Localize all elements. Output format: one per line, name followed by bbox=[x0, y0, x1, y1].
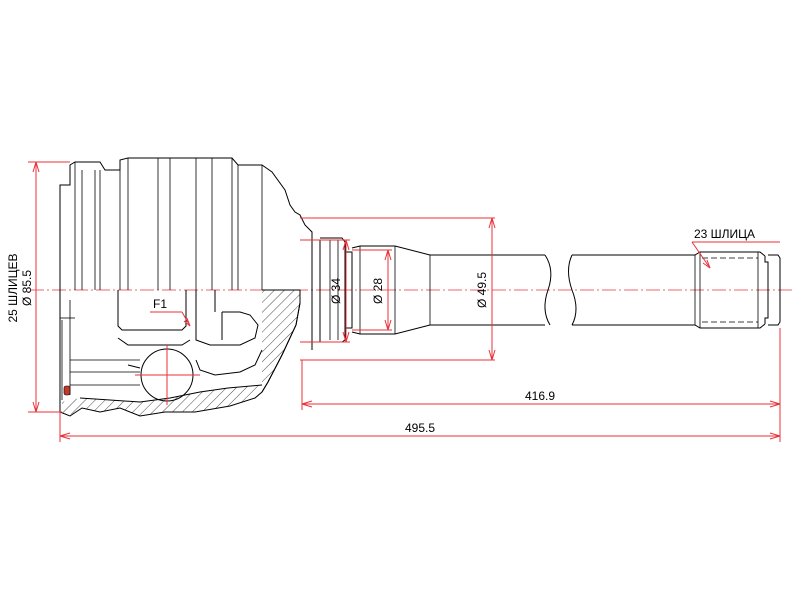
drain-plug bbox=[63, 385, 71, 396]
feature-f1-label: F1 bbox=[153, 297, 167, 311]
hatch-region-neck bbox=[262, 290, 300, 392]
dia-28-label: Ø 28 bbox=[371, 278, 385, 304]
length-416-9-label: 416.9 bbox=[525, 389, 555, 403]
dia-49-5-label: Ø 49.5 bbox=[475, 272, 489, 308]
hatch-region-bell bbox=[62, 385, 262, 416]
dia-34-label: Ø 34 bbox=[329, 278, 343, 304]
dimensions bbox=[28, 161, 781, 442]
right-spline-label: 23 ШЛИЦА bbox=[694, 227, 755, 241]
joint-housing bbox=[59, 157, 313, 417]
left-diameter-label: Ø 85.5 bbox=[20, 270, 34, 306]
left-spline-label: 25 ШЛИЦЕВ bbox=[6, 253, 20, 322]
length-495-5-label: 495.5 bbox=[405, 421, 435, 435]
labels: 25 ШЛИЦЕВ Ø 85.5 F1 Ø 34 Ø 28 Ø 49.5 416… bbox=[6, 227, 755, 435]
section-view bbox=[60, 289, 301, 416]
